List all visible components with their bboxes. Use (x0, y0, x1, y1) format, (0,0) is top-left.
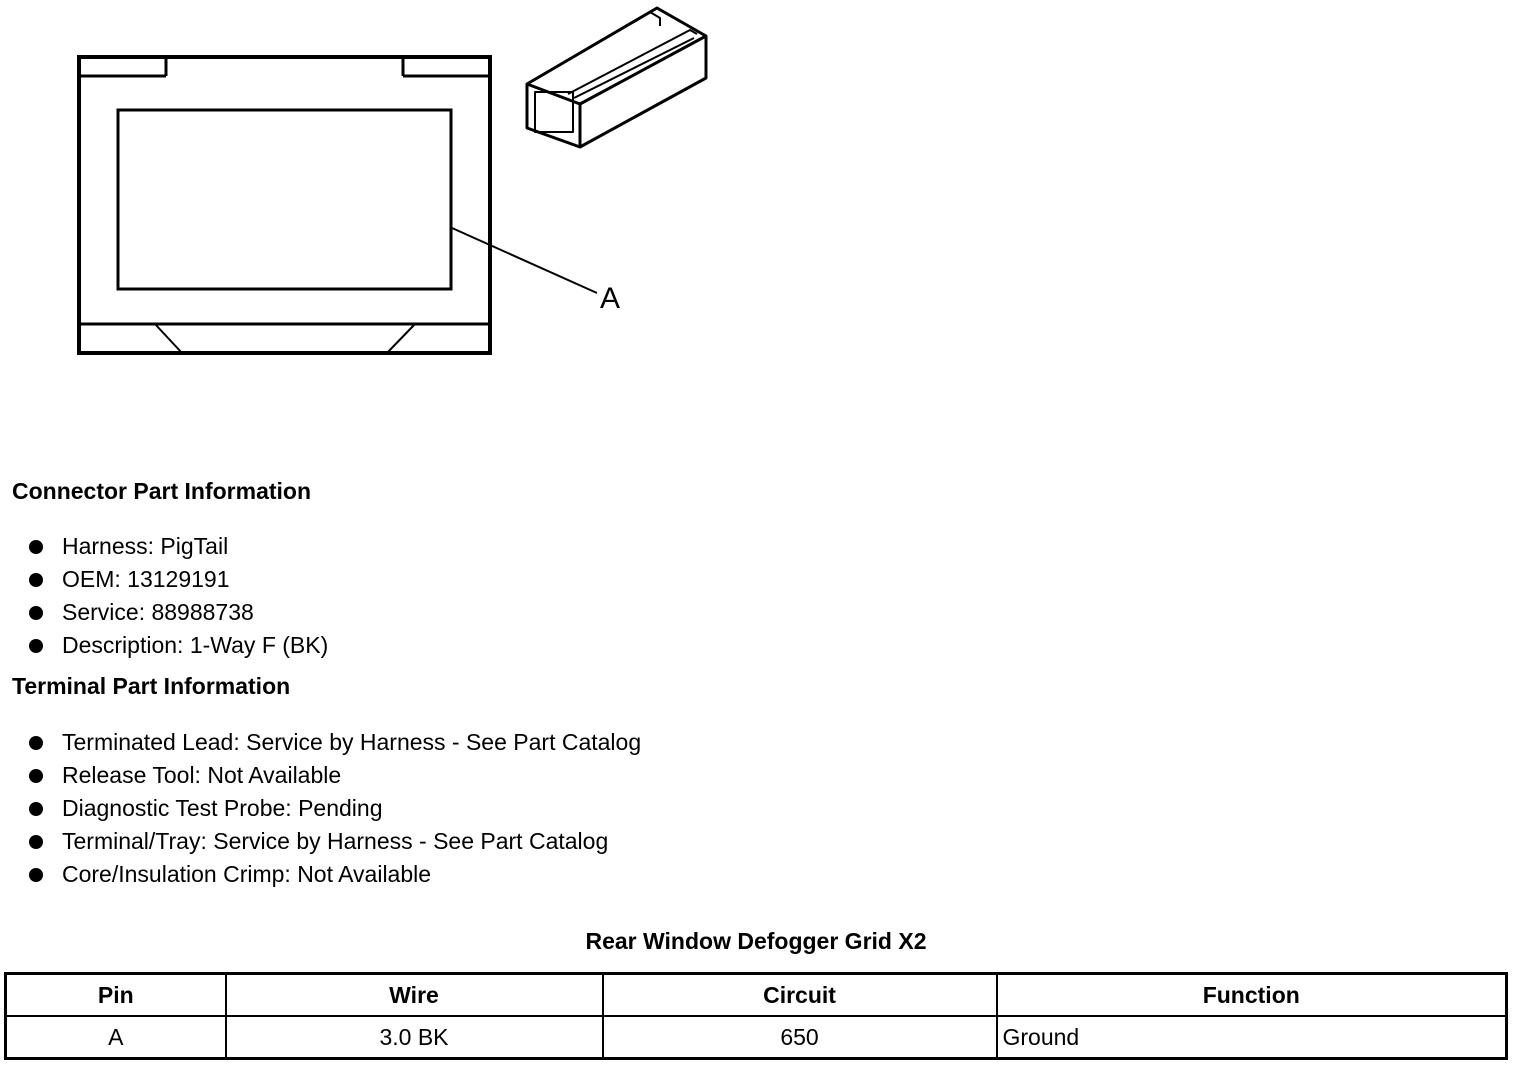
cell-circuit: 650 (601, 1015, 998, 1060)
bullet-icon (29, 769, 43, 783)
pin-table: Pin Wire Circuit Function A 3.0 BK 650 G… (4, 972, 1508, 1060)
cell-pin: A (4, 1015, 227, 1060)
bullet-icon (29, 639, 43, 653)
cell-function: Ground (995, 1015, 1508, 1060)
bullet-icon (29, 606, 43, 620)
connector-diagram: A (0, 0, 760, 420)
bullet-icon (29, 835, 43, 849)
list-item-text: Diagnostic Test Probe: Pending (62, 795, 383, 821)
list-item: Diagnostic Test Probe: Pending (0, 792, 641, 825)
bullet-icon (29, 573, 43, 587)
list-item-text: OEM: 13129191 (62, 566, 230, 592)
list-item-text: Harness: PigTail (62, 533, 229, 559)
pin-table-caption: Rear Window Defogger Grid X2 (585, 928, 927, 954)
column-header-pin: Pin (4, 972, 227, 1017)
list-item: Harness: PigTail (0, 530, 328, 563)
connector-part-info-list: Harness: PigTail OEM: 13129191 Service: … (0, 530, 328, 662)
list-item-text: Core/Insulation Crimp: Not Available (62, 861, 432, 887)
terminal-part-info-list: Terminated Lead: Service by Harness - Se… (0, 726, 641, 891)
list-item-text: Description: 1-Way F (BK) (62, 632, 329, 658)
list-item: Description: 1-Way F (BK) (0, 629, 328, 662)
table-header-row: Pin Wire Circuit Function (4, 972, 1508, 1017)
list-item: Core/Insulation Crimp: Not Available (0, 858, 641, 891)
connector-part-info-heading: Connector Part Information (12, 478, 312, 504)
terminal-part-info-heading: Terminal Part Information (12, 673, 291, 699)
column-header-circuit: Circuit (601, 972, 998, 1017)
bullet-icon (29, 540, 43, 554)
list-item-text: Service: 88988738 (62, 599, 254, 625)
bullet-icon (29, 802, 43, 816)
list-item: OEM: 13129191 (0, 563, 328, 596)
list-item-text: Terminal/Tray: Service by Harness - See … (62, 828, 609, 854)
list-item: Terminated Lead: Service by Harness - Se… (0, 726, 641, 759)
bullet-icon (29, 868, 43, 882)
list-item: Service: 88988738 (0, 596, 328, 629)
callout-label-a: A (600, 282, 621, 315)
bullet-icon (29, 736, 43, 750)
column-header-function: Function (995, 972, 1508, 1017)
connector-isometric-view (525, 6, 708, 149)
list-item-text: Terminated Lead: Service by Harness - Se… (62, 729, 642, 755)
list-item: Terminal/Tray: Service by Harness - See … (0, 825, 641, 858)
connector-drawing (77, 6, 708, 355)
connector-face-view (77, 55, 598, 355)
list-item-text: Release Tool: Not Available (62, 762, 342, 788)
cell-wire: 3.0 BK (224, 1015, 604, 1060)
column-header-wire: Wire (224, 972, 604, 1017)
table-row: A 3.0 BK 650 Ground (4, 1015, 1508, 1060)
list-item: Release Tool: Not Available (0, 759, 641, 792)
